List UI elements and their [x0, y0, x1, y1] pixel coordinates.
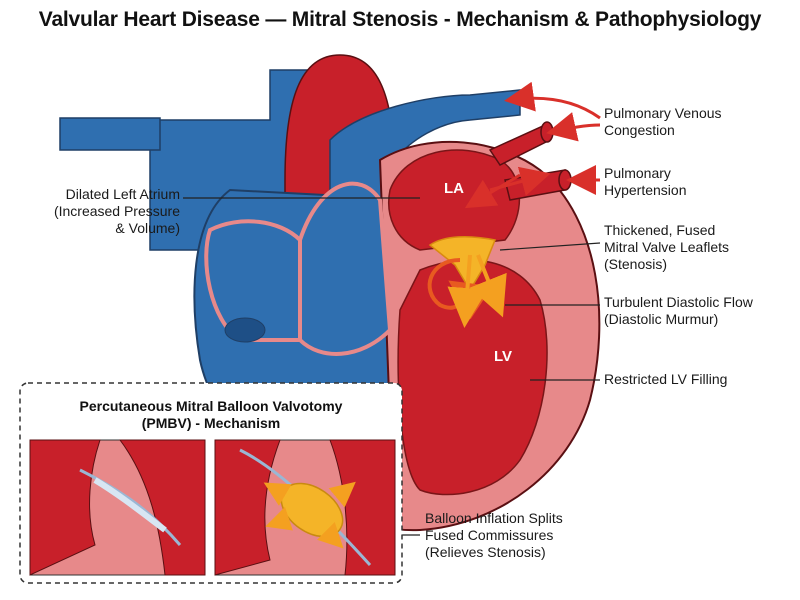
- inset-title: Percutaneous Mitral Balloon Valvotomy (P…: [79, 398, 343, 431]
- label-balloon-inflation: Balloon Inflation Splits Fused Commissur…: [425, 510, 563, 560]
- right-atrium: [204, 219, 302, 342]
- label-restricted-lv: Restricted LV Filling: [604, 371, 728, 387]
- leader-thickened: [499, 242, 601, 251]
- label-pulmonary-venous-congestion: Pulmonary Venous Congestion: [604, 105, 722, 138]
- label-dilated-left-atrium: Dilated Left Atrium (Increased Pressure …: [53, 186, 180, 236]
- page-title: Valvular Heart Disease — Mitral Stenosis…: [38, 8, 762, 31]
- la-arrow-2: [489, 166, 551, 196]
- congestion-arrow-2: [546, 112, 601, 142]
- flow-arrow-2: [469, 254, 507, 318]
- label-thickened-leaflets: Thickened, Fused Mitral Valve Leaflets (…: [604, 222, 730, 272]
- flow-arrow-1: [447, 254, 488, 328]
- chamber-label-la: LA: [444, 180, 464, 197]
- label-turbulent-flow: Turbulent Diastolic Flow (Diastolic Murm…: [604, 294, 753, 327]
- pulmonary-vein-2-end: [558, 169, 572, 191]
- inset-panel-1: [29, 439, 206, 576]
- vessel-left-blue: [59, 117, 161, 151]
- pulmonary-vein-1-end: [540, 121, 554, 143]
- left-ventricle-cavity: [397, 259, 548, 496]
- congestion-arrow-1: [504, 81, 601, 120]
- chamber-label-lv: LV: [494, 348, 513, 365]
- inset-panel-2: [214, 439, 396, 576]
- label-pulmonary-hypertension: Pulmonary Hypertension: [604, 165, 687, 198]
- coronary-sinus: [224, 317, 266, 343]
- septum-outline: [298, 181, 393, 356]
